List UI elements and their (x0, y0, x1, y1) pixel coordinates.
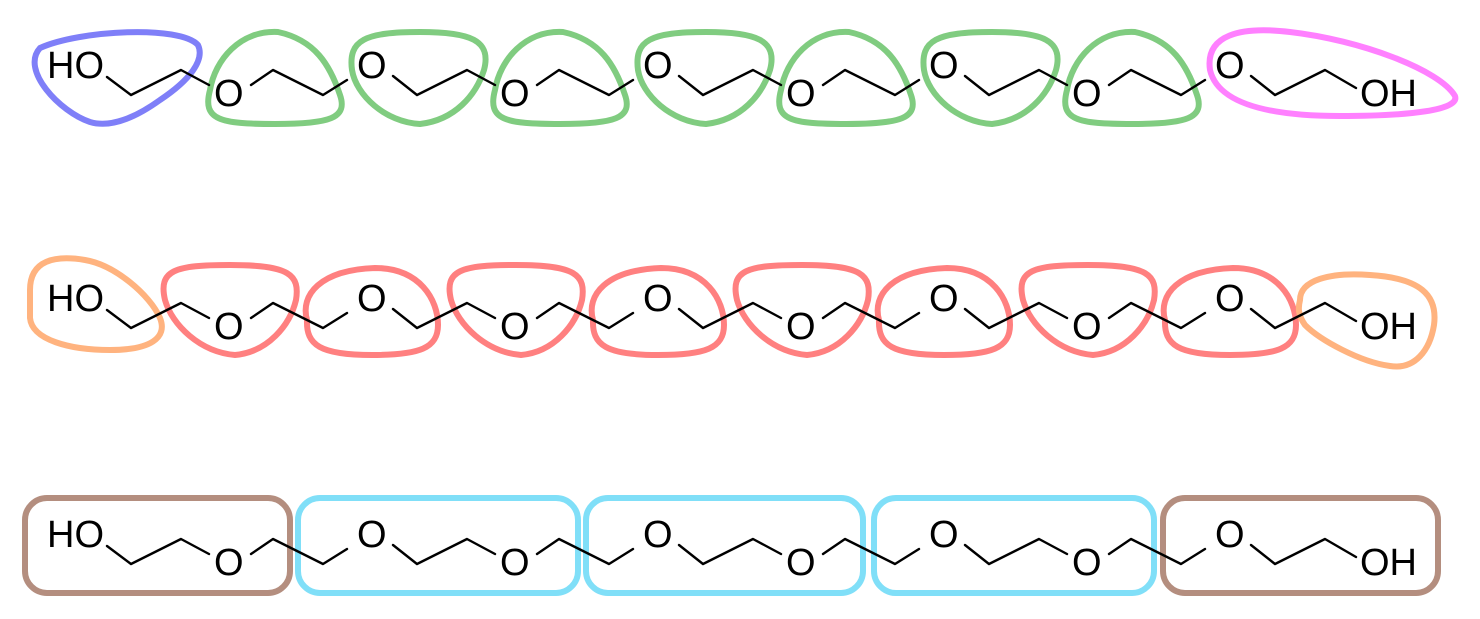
ether-oxygen-label: O (1215, 278, 1245, 320)
row3-block-repeat (871, 495, 1157, 596)
row2-group-repeat (732, 262, 872, 358)
ether-oxygen-label: O (357, 278, 387, 320)
ether-oxygen-label: O (214, 306, 244, 348)
row1-group-repeat (634, 29, 775, 127)
row3-atom-labels: HO O O O O O O O O OH (47, 514, 1417, 584)
ether-oxygen-label: O (500, 73, 530, 115)
row1-group-repeat (776, 28, 916, 127)
hydroxyl-left-label: HO (47, 514, 104, 556)
row-3-dimer-blocks: HO O O O O O O O O OH (22, 495, 1441, 596)
row3-backbone-bonds (105, 537, 1358, 566)
ether-oxygen-label: O (1215, 514, 1245, 556)
row2-group-repeat (874, 265, 1013, 358)
row3-block-end (1160, 495, 1441, 596)
row2-group-repeat (1160, 265, 1299, 358)
row-1-start-repeat-end: HO O O O O O O O O OH (31, 27, 1459, 127)
ether-oxygen-label: O (929, 45, 959, 87)
row3-block-repeat (295, 495, 581, 596)
hydroxyl-right-label: OH (1360, 306, 1417, 348)
row2-group-repeat (588, 265, 727, 358)
row1-group-start (31, 29, 203, 127)
row2-group-end (27, 255, 165, 353)
row1-backbone-bonds (105, 68, 1358, 97)
row1-group-repeat (490, 28, 630, 127)
row2-atom-labels: HO O O O O O O O O OH (47, 278, 1417, 348)
ether-oxygen-label: O (357, 45, 387, 87)
row-2-end-repeat-end: HO O O O O O O O O OH (27, 255, 1438, 370)
hydroxyl-left-label: HO (47, 278, 104, 320)
row1-group-repeat (348, 29, 489, 127)
ether-oxygen-label: O (357, 514, 387, 556)
hydroxyl-right-label: OH (1360, 73, 1417, 115)
row3-block-repeat (583, 495, 866, 596)
row2-group-repeat (446, 262, 586, 358)
row2-group-repeat (302, 265, 441, 358)
ether-oxygen-label: O (1072, 73, 1102, 115)
ether-oxygen-label: O (643, 514, 673, 556)
row2-group-end (1295, 271, 1438, 370)
hydroxyl-right-label: OH (1360, 542, 1417, 584)
ether-oxygen-label: O (643, 278, 673, 320)
row1-group-repeat (1062, 28, 1202, 127)
ether-oxygen-label: O (929, 278, 959, 320)
row2-backbone-bonds (105, 301, 1358, 330)
row2-group-repeat (160, 262, 300, 358)
row1-group-repeat (920, 29, 1061, 127)
ether-oxygen-label: O (786, 306, 816, 348)
row1-group-end (1206, 27, 1459, 119)
row2-group-repeat (1018, 262, 1158, 358)
ether-oxygen-label: O (643, 45, 673, 87)
row1-atom-labels: HO O O O O O O O O OH (47, 45, 1417, 115)
ether-oxygen-label: O (500, 542, 530, 584)
ether-oxygen-label: O (1215, 45, 1245, 87)
ether-oxygen-label: O (786, 73, 816, 115)
ether-oxygen-label: O (786, 542, 816, 584)
ether-oxygen-label: O (500, 306, 530, 348)
row3-block-end (22, 495, 293, 596)
ether-oxygen-label: O (1072, 306, 1102, 348)
ether-oxygen-label: O (214, 542, 244, 584)
ether-oxygen-label: O (214, 73, 244, 115)
hydroxyl-left-label: HO (47, 45, 104, 87)
row1-group-repeat (205, 28, 345, 127)
ether-oxygen-label: O (929, 514, 959, 556)
ether-oxygen-label: O (1072, 542, 1102, 584)
